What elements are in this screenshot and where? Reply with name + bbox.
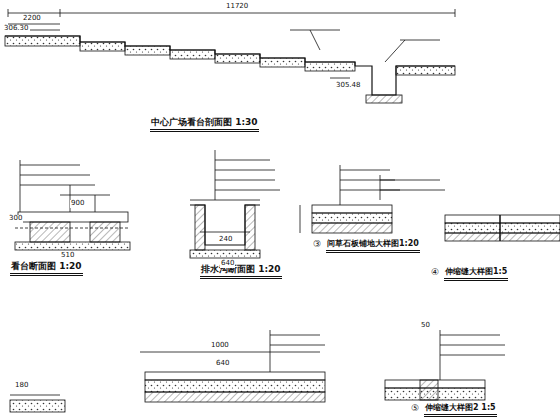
- dimension-label: 1000: [210, 342, 230, 350]
- dimension-label: 510: [60, 252, 75, 260]
- dimension-label: ④: [430, 268, 440, 278]
- dimension-label: 640: [215, 360, 230, 368]
- dimension-label: ⑤: [410, 404, 420, 414]
- dimension-label: 2200: [22, 15, 42, 23]
- dimension-label: 900: [70, 200, 85, 208]
- drawing-title: 排水沟断面图 1:20: [200, 265, 282, 279]
- dimension-label: 240: [218, 236, 233, 244]
- dimension-label: 306.30: [3, 25, 30, 33]
- dimension-label: 50: [420, 322, 431, 330]
- drawing-title: 中心广场看台剖面图 1:30: [150, 118, 259, 132]
- dimension-label: 640: [220, 260, 235, 268]
- dimension-label: 300: [8, 215, 23, 223]
- dimension-label: 305.48: [335, 82, 362, 90]
- drawing-title: 看台断面图 1:20: [10, 262, 83, 276]
- dimension-label: 11720: [225, 3, 249, 11]
- drawing-title: 伸缩缝大样图1:5: [444, 268, 508, 281]
- dimension-label: ③: [312, 240, 322, 250]
- drawing-title: 伸缩缝大样图2 1:5: [424, 404, 497, 417]
- dimension-label: 180: [14, 382, 29, 390]
- drawing-title: 间草石板铺地大样图1:20: [326, 240, 420, 253]
